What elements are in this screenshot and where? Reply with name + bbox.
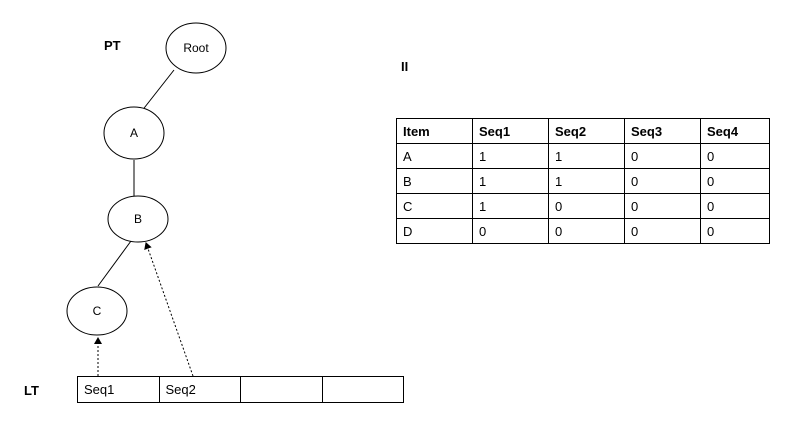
ii-cell: 1 bbox=[472, 193, 549, 219]
ii-table: Item Seq1 Seq2 Seq3 Seq4 A 1 1 0 0 B 1 1… bbox=[396, 118, 770, 244]
ii-cell: 0 bbox=[624, 168, 701, 194]
ii-cell: C bbox=[396, 193, 473, 219]
lt-label: LT bbox=[24, 383, 39, 398]
ii-cell: 1 bbox=[548, 168, 625, 194]
tree-node-label: B bbox=[134, 212, 142, 226]
edge-root-a bbox=[140, 69, 175, 113]
tree-node-c: C bbox=[66, 286, 128, 336]
tree-node-label: C bbox=[93, 304, 102, 318]
ii-cell: D bbox=[396, 218, 473, 244]
lt-row: Seq1 Seq2 bbox=[77, 376, 404, 403]
pt-label: PT bbox=[104, 38, 121, 53]
table-row: C 1 0 0 0 bbox=[396, 193, 770, 219]
ii-cell: 0 bbox=[700, 193, 770, 219]
edge-b-c bbox=[97, 240, 132, 287]
ii-header-cell: Seq2 bbox=[548, 118, 625, 144]
tree-node-b: B bbox=[107, 195, 169, 243]
ii-cell: 1 bbox=[548, 143, 625, 169]
ii-cell: 0 bbox=[700, 218, 770, 244]
ii-cell: 0 bbox=[700, 168, 770, 194]
tree-node-a: A bbox=[103, 106, 165, 160]
ii-cell: 0 bbox=[624, 193, 701, 219]
lt-cell-seq2: Seq2 bbox=[158, 376, 241, 403]
ii-header-cell: Seq1 bbox=[472, 118, 549, 144]
table-row: B 1 1 0 0 bbox=[396, 168, 770, 194]
ii-header-row: Item Seq1 Seq2 Seq3 Seq4 bbox=[396, 118, 770, 144]
ii-header-cell: Item bbox=[396, 118, 473, 144]
lt-cell-empty bbox=[321, 376, 404, 403]
ii-cell: 0 bbox=[700, 143, 770, 169]
ii-cell: 1 bbox=[472, 168, 549, 194]
ii-cell: 0 bbox=[624, 218, 701, 244]
lt-cell-empty bbox=[240, 376, 323, 403]
lt-cell-seq1: Seq1 bbox=[77, 376, 160, 403]
tree-node-label: A bbox=[130, 126, 138, 140]
ii-cell: B bbox=[396, 168, 473, 194]
ii-cell: 0 bbox=[548, 218, 625, 244]
tree-node-label: Root bbox=[183, 41, 209, 55]
lt-table: Seq1 Seq2 bbox=[77, 376, 404, 403]
ii-cell: 0 bbox=[624, 143, 701, 169]
ii-cell: 1 bbox=[472, 143, 549, 169]
ii-cell: 0 bbox=[472, 218, 549, 244]
ii-header-cell: Seq3 bbox=[624, 118, 701, 144]
table-row: D 0 0 0 0 bbox=[396, 218, 770, 244]
ii-label: II bbox=[401, 59, 409, 74]
ii-cell: A bbox=[396, 143, 473, 169]
ii-header-cell: Seq4 bbox=[700, 118, 770, 144]
tree-node-root: Root bbox=[165, 22, 227, 74]
ii-cell: 0 bbox=[548, 193, 625, 219]
table-row: A 1 1 0 0 bbox=[396, 143, 770, 169]
pointer-seq2-b bbox=[144, 242, 194, 377]
